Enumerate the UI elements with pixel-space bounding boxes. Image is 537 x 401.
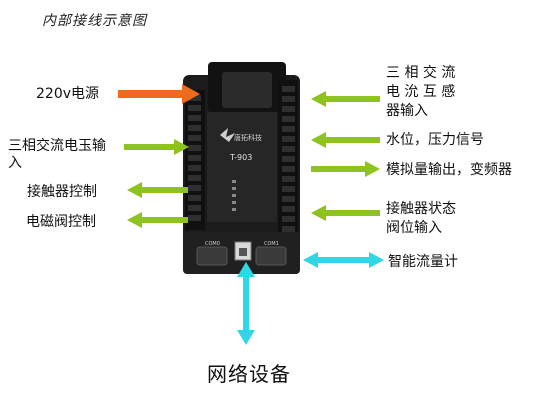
device-brand-text: 唐拓科技 (234, 133, 262, 142)
power-arrow-icon (118, 84, 200, 104)
contactor-status-label: 接触器状态 阀位输入 (386, 201, 456, 236)
valve-control-arrow-icon (127, 212, 188, 228)
com0-label: COM0 (205, 241, 220, 247)
com1-label: COM1 (264, 241, 279, 247)
led-indicators (232, 180, 236, 211)
power-label: 220v电源 (36, 86, 100, 102)
analog-output-arrow-icon (311, 161, 380, 177)
contactor-control-arrow-icon (127, 182, 188, 198)
diagram-title: 内部接线示意图 (42, 13, 147, 29)
voltage-in-arrow-icon (124, 139, 189, 155)
network-device-label: 网络设备 (207, 362, 291, 386)
water-pressure-arrow-icon (311, 132, 380, 148)
device-front-panel (207, 112, 277, 222)
network-arrow-icon (237, 262, 255, 345)
valve-control-label: 电磁阀控制 (26, 214, 96, 230)
device-top-window (222, 72, 272, 108)
contactor-control-label: 接触器控制 (27, 184, 97, 200)
current-sensor-arrow-icon (311, 91, 380, 107)
voltage-input-label: 三相交流电玉输 入 (8, 138, 106, 171)
analog-output-label: 模拟量输出，变频器 (386, 162, 512, 178)
flowmeter-arrow-icon (303, 252, 384, 268)
water-pressure-label: 水位，压力信号 (386, 132, 484, 148)
com1-port[interactable] (255, 246, 287, 266)
com0-port[interactable] (196, 246, 228, 266)
device-model-text: T-903 (229, 153, 252, 162)
flowmeter-label: 智能流量计 (388, 254, 458, 270)
contactor-status-arrow-icon (311, 205, 380, 221)
current-sensor-label: 三 相 交 流 电 沇 互 感 器输入 (386, 65, 456, 119)
brand-logo-icon (220, 128, 235, 142)
